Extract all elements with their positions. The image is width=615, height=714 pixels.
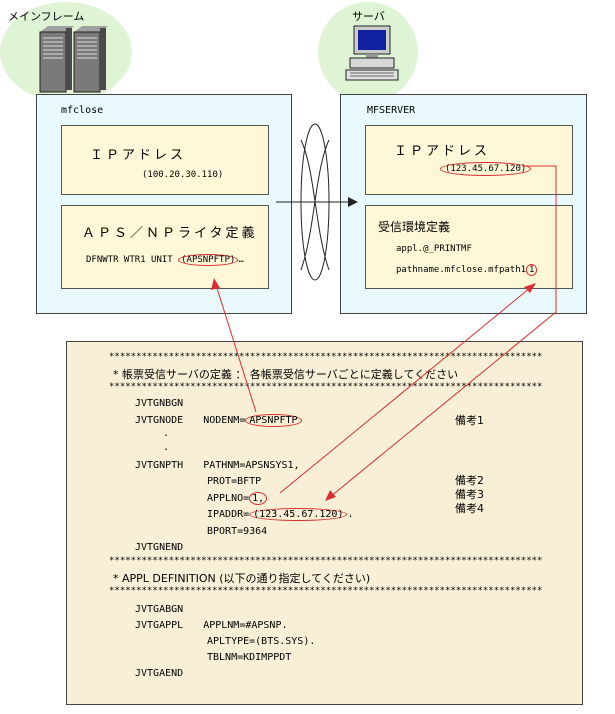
recv-path-highlight: 1 — [526, 264, 538, 276]
definition-listing: ****************************************… — [66, 341, 583, 705]
ipaddr-line: IPADDR=(123.45.67.120). — [207, 508, 354, 521]
dfnwtr-prefix: DFNWTR WTR1 UNIT — [86, 255, 173, 265]
server-ip-title: ＩＰアドレス — [394, 144, 491, 159]
network-arrow-head — [348, 197, 358, 207]
jvtgaend-line: JVTGAEND — [135, 668, 184, 679]
jvtgnpth-keyword: JVTGNPTH — [135, 460, 184, 471]
mainframe-panel: mfclose ＩＰアドレス (100.20.30.110) ＡＰＳ／ＮＰライタ… — [36, 94, 292, 314]
recv-env-box: 受信環境定義 appl.@_PRINTMF pathname.mfclose.m… — [365, 205, 573, 289]
server-host: MFSERVER — [367, 105, 416, 116]
recv-path-prefix: pathname.mfclose.mfpath1 — [396, 265, 527, 275]
nodenm-prefix: NODENM= — [203, 415, 246, 426]
comment-line-2: * APPL DEFINITION (以下の通り指定してください) — [113, 572, 371, 585]
nodenm-value: APSNPFTP — [245, 414, 302, 427]
jvtgabgn-line: JVTGABGN — [135, 604, 184, 615]
bport-line: BPORT=9364 — [207, 526, 268, 537]
jvtgnpth-line: JVTGNPTH PATHNM=APSNSYS1, — [135, 460, 300, 471]
jvtgnbgn-line: JVTGNBGN — [135, 398, 184, 409]
applnm-param: APPLNM=#APSNP. — [203, 620, 288, 631]
ellipsis-dot-1: . — [163, 428, 170, 439]
comment-line-1: * 帳票受信サーバの定義 ： 各帳票受信サーバごとに定義してください — [113, 368, 459, 381]
stars-line-2: ****************************************… — [109, 382, 543, 392]
applno-prefix: APPLNO= — [207, 493, 250, 504]
server-pc-icon — [345, 25, 399, 81]
recv-appl-line: appl.@_PRINTMF — [396, 244, 472, 254]
stars-line-3: ****************************************… — [109, 556, 543, 566]
jvtgappl-keyword: JVTGAPPL — [135, 620, 184, 631]
network-cross — [300, 139, 330, 271]
aps-np-writer-title: ＡＰＳ／ＮＰライタ定義 — [82, 226, 258, 241]
server-panel: MFSERVER ＩＰアドレス (123.45.67.120) 受信環境定義 a… — [340, 94, 587, 314]
jvtgappl-line: JVTGAPPL APPLNM=#APSNP. — [135, 620, 288, 631]
applno-value: 1, — [249, 492, 268, 505]
jvtgnend-line: JVTGNEND — [135, 542, 184, 553]
mainframe-title: メインフレーム — [8, 10, 85, 23]
mainframe-ip-value: (100.20.30.110) — [142, 170, 224, 180]
server-title: サーバ — [352, 10, 385, 23]
remark-1: 備考1 — [455, 414, 484, 427]
recv-env-title: 受信環境定義 — [378, 220, 451, 234]
stars-line-4: ****************************************… — [109, 586, 543, 596]
mainframe-host: mfclose — [61, 105, 104, 116]
server-ip-box: ＩＰアドレス (123.45.67.120) — [365, 125, 573, 195]
dfnwtr-highlight: (APSNPFTP) — [178, 254, 239, 266]
dfnwtr-suffix: … — [238, 255, 244, 265]
jvtgnode-line: JVTGNODE NODENM=APSNPFTP — [135, 414, 302, 427]
server-ip-value: (123.45.67.120) — [440, 162, 532, 176]
aps-np-writer-box: ＡＰＳ／ＮＰライタ定義 DFNWTR WTR1 UNIT (APSNPFTP)… — [61, 205, 269, 289]
prot-line: PROT=BFTP — [207, 476, 262, 487]
remark-4: 備考4 — [455, 502, 484, 515]
jvtgnode-keyword: JVTGNODE — [135, 415, 184, 426]
ipaddr-value: (123.45.67.120) — [249, 508, 348, 521]
tblnm-line: TBLNM=KDIMPPDT — [207, 652, 292, 663]
dfnwtr-line: DFNWTR WTR1 UNIT (APSNPFTP)… — [86, 254, 244, 266]
ipaddr-prefix: IPADDR= — [207, 509, 250, 520]
mainframe-ip-title: ＩＰアドレス — [90, 148, 187, 163]
network-connector — [276, 123, 358, 281]
mainframe-icon — [39, 26, 108, 93]
applno-line: APPLNO=1, — [207, 492, 268, 505]
stars-line-1: ****************************************… — [109, 352, 543, 362]
apltype-line: APLTYPE=(BTS.SYS). — [207, 636, 316, 647]
mainframe-ip-box: ＩＰアドレス (100.20.30.110) — [61, 125, 269, 195]
ipaddr-suffix: . — [347, 509, 354, 520]
pathnm-param: PATHNM=APSNSYS1, — [203, 460, 300, 471]
ellipsis-dot-2: . — [163, 442, 170, 453]
